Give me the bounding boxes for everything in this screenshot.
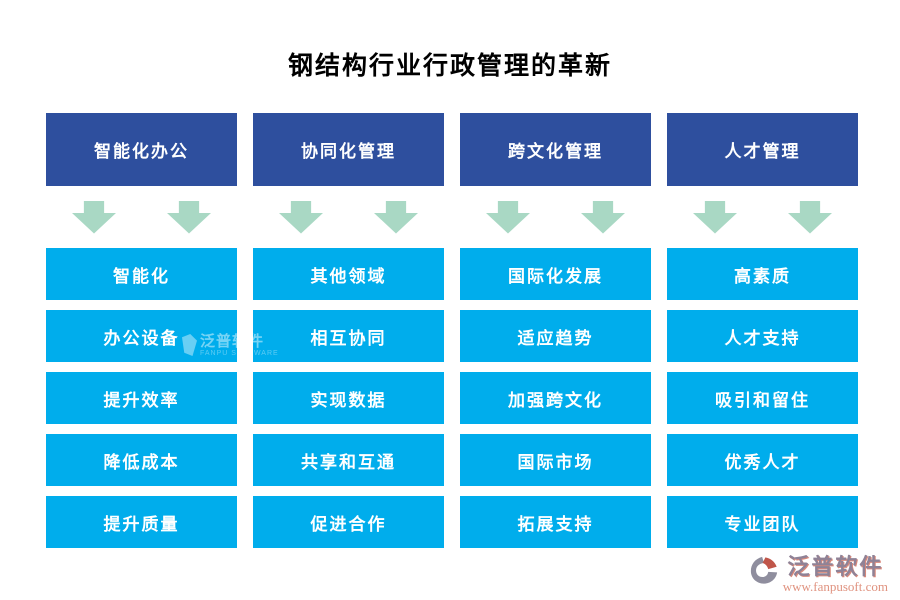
arrow-row xyxy=(253,186,444,248)
down-arrow-icon xyxy=(581,200,625,234)
column-header: 协同化管理 xyxy=(253,113,444,186)
flow-item: 拓展支持 xyxy=(460,496,651,548)
flow-item: 实现数据 xyxy=(253,372,444,424)
flow-item: 促进合作 xyxy=(253,496,444,548)
flow-item: 智能化 xyxy=(46,248,237,300)
down-arrow-icon xyxy=(72,200,116,234)
flow-item: 国际化发展 xyxy=(460,248,651,300)
vendor-logo: 泛普软件 www.fanpusoft.com xyxy=(749,555,888,594)
vendor-name: 泛普软件 xyxy=(787,554,884,579)
flow-item: 适应趋势 xyxy=(460,310,651,362)
flow-item: 共享和互通 xyxy=(253,434,444,486)
down-arrow-icon xyxy=(374,200,418,234)
flow-item: 相互协同 xyxy=(253,310,444,362)
flow-item: 加强跨文化 xyxy=(460,372,651,424)
flow-item: 人才支持 xyxy=(667,310,858,362)
item-list: 国际化发展适应趋势加强跨文化国际市场拓展支持 xyxy=(460,248,651,548)
column-header: 人才管理 xyxy=(667,113,858,186)
flow-item: 其他领域 xyxy=(253,248,444,300)
column-header: 跨文化管理 xyxy=(460,113,651,186)
flow-columns: 智能化办公智能化办公设备提升效率降低成本提升质量协同化管理其他领域相互协同实现数… xyxy=(46,113,858,548)
down-arrow-icon xyxy=(279,200,323,234)
fanpu-logo-icon xyxy=(749,555,779,590)
down-arrow-icon xyxy=(788,200,832,234)
arrow-row xyxy=(46,186,237,248)
flow-item: 专业团队 xyxy=(667,496,858,548)
flow-item: 优秀人才 xyxy=(667,434,858,486)
flow-item: 办公设备 xyxy=(46,310,237,362)
flow-item: 提升效率 xyxy=(46,372,237,424)
item-list: 高素质人才支持吸引和留住优秀人才专业团队 xyxy=(667,248,858,548)
column-header: 智能化办公 xyxy=(46,113,237,186)
down-arrow-icon xyxy=(486,200,530,234)
down-arrow-icon xyxy=(167,200,211,234)
arrow-row xyxy=(667,186,858,248)
arrow-row xyxy=(460,186,651,248)
flow-column: 跨文化管理国际化发展适应趋势加强跨文化国际市场拓展支持 xyxy=(460,113,651,548)
flow-item: 提升质量 xyxy=(46,496,237,548)
item-list: 其他领域相互协同实现数据共享和互通促进合作 xyxy=(253,248,444,548)
flow-column: 智能化办公智能化办公设备提升效率降低成本提升质量 xyxy=(46,113,237,548)
item-list: 智能化办公设备提升效率降低成本提升质量 xyxy=(46,248,237,548)
flow-column: 协同化管理其他领域相互协同实现数据共享和互通促进合作 xyxy=(253,113,444,548)
down-arrow-icon xyxy=(693,200,737,234)
vendor-url: www.fanpusoft.com xyxy=(782,579,888,594)
flow-item: 国际市场 xyxy=(460,434,651,486)
flow-column: 人才管理高素质人才支持吸引和留住优秀人才专业团队 xyxy=(667,113,858,548)
flow-item: 高素质 xyxy=(667,248,858,300)
flow-item: 降低成本 xyxy=(46,434,237,486)
diagram-title: 钢结构行业行政管理的革新 xyxy=(287,52,612,80)
flow-item: 吸引和留住 xyxy=(667,372,858,424)
